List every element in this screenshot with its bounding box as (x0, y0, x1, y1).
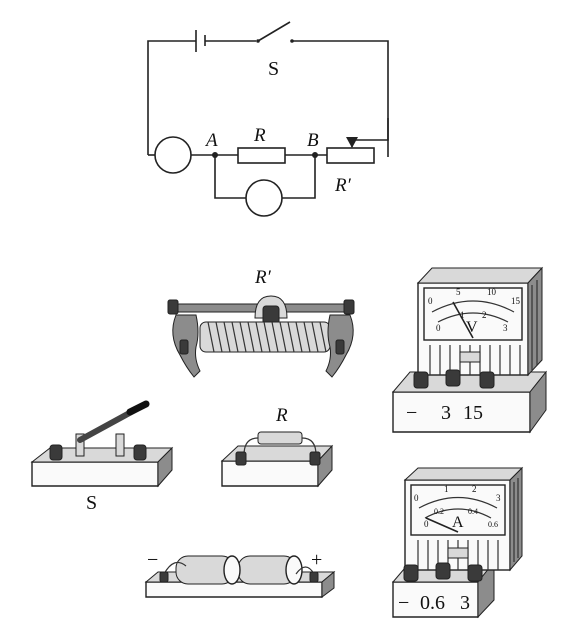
voltmeter-term-3: 3 (441, 402, 451, 424)
rheostat-slider-arrow (351, 118, 389, 147)
battery-symbol (195, 30, 206, 52)
ammeter-terminal-06 (435, 562, 451, 580)
voltmeter-apparatus: V 0 5 10 15 0 1 2 3 − 3 15 (391, 266, 548, 434)
ammeter-term-neg: − (398, 592, 409, 614)
resistor-label: R (253, 125, 266, 146)
ammeter-scale-top-2: 2 (472, 484, 477, 494)
circuit-diagram: S A R B R′ (147, 21, 389, 217)
node-a-label: A (204, 130, 218, 151)
circuit-switch-label: S (268, 58, 279, 80)
battery-pos-label: + (311, 549, 322, 571)
voltmeter-terminal-3 (445, 369, 461, 387)
voltmeter-symbol: V (466, 319, 478, 336)
switch-symbol (256, 21, 294, 43)
resistor-apparatus: R (220, 405, 334, 488)
voltmeter-scale-bottom-2: 2 (482, 310, 487, 320)
ammeter-scale-top-0: 0 (414, 493, 419, 503)
voltmeter-scale-top-0: 0 (428, 296, 433, 306)
voltmeter-scale-bottom-0: 0 (436, 323, 441, 333)
meter-left-circle (154, 136, 192, 174)
voltmeter-terminal-15 (479, 371, 495, 389)
battery-apparatus: − + (144, 549, 336, 598)
meter-bottom-circle (245, 179, 283, 217)
wire-voltmeter-branch-right (282, 155, 316, 199)
ammeter-scale-top-1: 1 (444, 484, 449, 494)
voltmeter-term-15: 15 (463, 402, 483, 424)
ammeter-scale-top-3: 3 (496, 493, 501, 503)
ammeter-apparatus: A 0 1 2 3 0 0.2 0.4 0.6 − 0.6 3 (391, 466, 524, 619)
wire-top-left (147, 40, 196, 155)
rheostat-symbol (326, 147, 375, 164)
rheostat-label: R′ (334, 175, 352, 196)
apparatus-switch-label: S (86, 492, 97, 514)
ammeter-terminal-neg (403, 564, 419, 582)
ammeter-scale-bottom-1: 0.2 (434, 507, 444, 516)
voltmeter-scale-bottom-3: 3 (503, 323, 508, 333)
voltmeter-scale-top-3: 15 (511, 296, 521, 306)
ammeter-term-3: 3 (460, 592, 470, 614)
voltmeter-scale-bottom-1: 1 (460, 310, 465, 320)
resistor-symbol (237, 147, 286, 164)
node-b-label: B (307, 130, 319, 151)
ammeter-term-06: 0.6 (420, 592, 445, 614)
ammeter-scale-bottom-0: 0 (424, 519, 429, 529)
wire-voltmeter-branch (214, 155, 246, 199)
ammeter-scale-bottom-3: 0.6 (488, 520, 498, 529)
rheostat-apparatus: R′ (167, 267, 355, 378)
voltmeter-term-neg: − (406, 402, 417, 424)
voltmeter-scale-top-1: 5 (456, 287, 461, 297)
voltmeter-scale-top-2: 10 (487, 287, 497, 297)
apparatus-rheostat-label: R′ (254, 267, 272, 288)
apparatus-resistor-label: R (275, 405, 288, 426)
battery-neg-label: − (147, 549, 158, 571)
rheostat-arrow-head (346, 137, 358, 148)
switch-apparatus: S (30, 400, 174, 514)
ammeter-scale-bottom-2: 0.4 (468, 507, 478, 516)
ammeter-symbol: A (452, 514, 464, 531)
voltmeter-terminal-neg (413, 371, 429, 389)
ammeter-terminal-3 (467, 564, 483, 582)
